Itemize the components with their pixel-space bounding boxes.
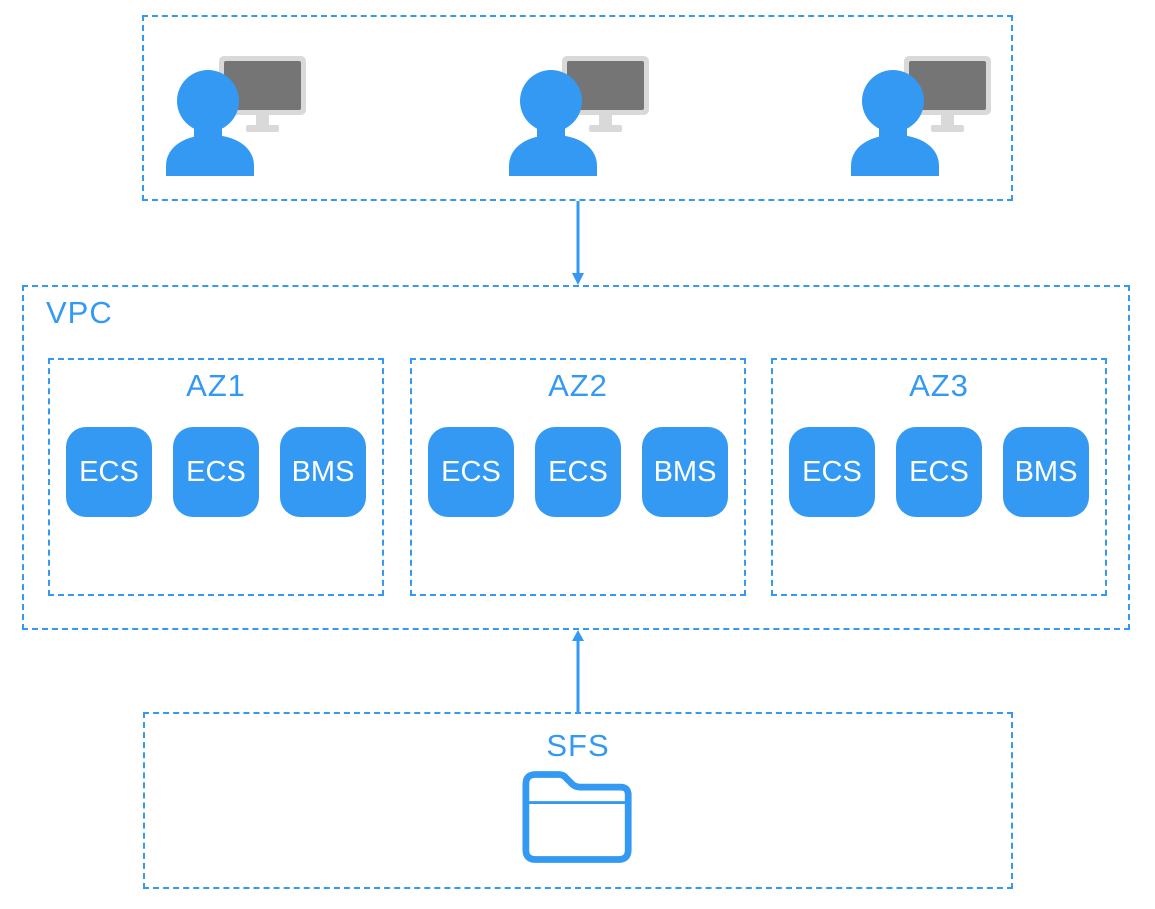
vpc-label: VPC [46, 295, 113, 330]
az1-node-bms: BMS [280, 427, 366, 517]
az2-node-ecs-2: ECS [535, 427, 621, 517]
az2-node-row: ECS ECS BMS [428, 427, 728, 517]
az3-box: AZ3 ECS ECS BMS [771, 358, 1107, 596]
az2-box: AZ2 ECS ECS BMS [410, 358, 746, 596]
az1-label: AZ1 [186, 368, 246, 403]
user-workstation-icon [166, 56, 306, 176]
az2-label: AZ2 [548, 368, 608, 403]
az3-node-ecs-2: ECS [896, 427, 982, 517]
az3-node-bms: BMS [1003, 427, 1089, 517]
user-workstation-icon [851, 56, 991, 176]
az3-label: AZ3 [909, 368, 969, 403]
az2-node-bms: BMS [642, 427, 728, 517]
az3-node-row: ECS ECS BMS [789, 427, 1089, 517]
clients-box [142, 15, 1013, 201]
sfs-box: SFS [143, 712, 1013, 889]
sfs-label: SFS [546, 728, 610, 763]
az1-node-ecs-1: ECS [66, 427, 152, 517]
arrow-sfs-to-vpc [572, 630, 584, 712]
az3-node-ecs-1: ECS [789, 427, 875, 517]
az2-node-ecs-1: ECS [428, 427, 514, 517]
az1-node-ecs-2: ECS [173, 427, 259, 517]
arrow-clients-to-vpc [572, 201, 584, 285]
az1-node-row: ECS ECS BMS [66, 427, 366, 517]
folder-icon [522, 771, 632, 863]
vpc-box: VPC AZ1 ECS ECS BMS AZ2 ECS ECS BMS AZ3 … [22, 285, 1130, 630]
user-workstation-icon [508, 56, 649, 176]
az1-box: AZ1 ECS ECS BMS [48, 358, 384, 596]
